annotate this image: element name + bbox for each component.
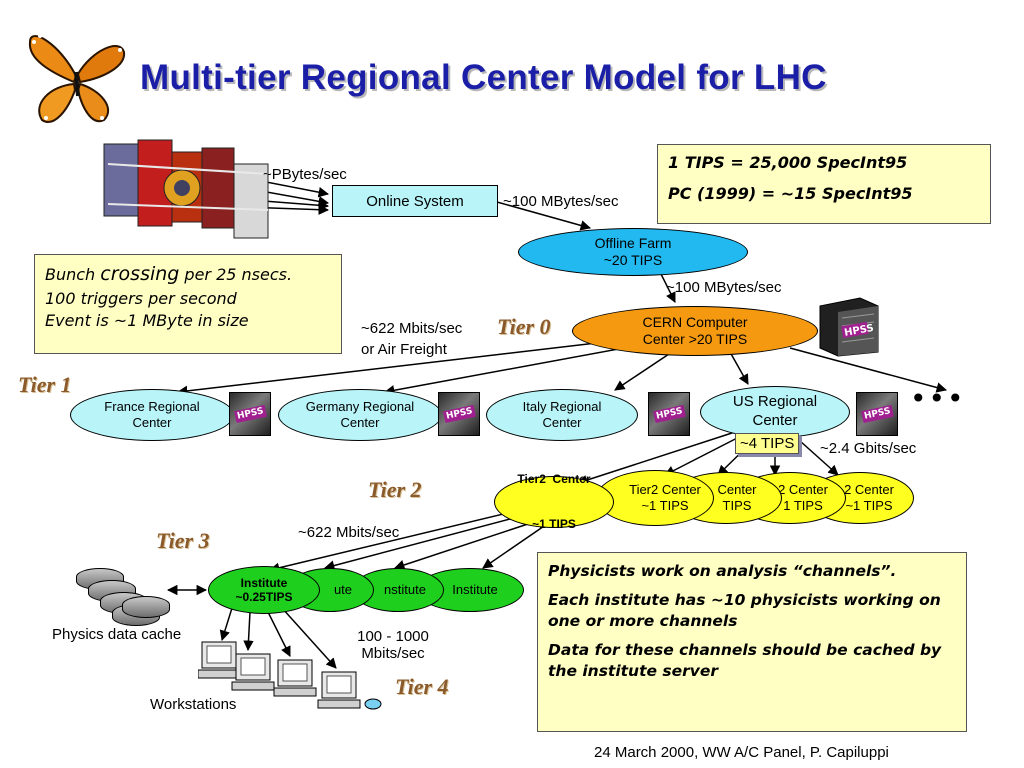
- hpss-label: HPSS: [860, 404, 894, 424]
- butterfly-icon: [28, 34, 126, 123]
- physicists-note-p3: Data for these channels should be cached…: [548, 640, 942, 680]
- tier2-center-node: Tier2 Center ~1 TIPS: [596, 470, 714, 526]
- hpss-storage-icon: HPSS: [856, 392, 898, 436]
- tips-note-line-1: 1 TIPS = 25,000 SpecInt95: [668, 153, 908, 172]
- institute-label: Institute: [452, 581, 498, 597]
- institute-label: ute: [333, 581, 353, 597]
- gbits-label: ~2.4 Gbits/sec: [820, 440, 917, 457]
- tier2-center-tips: ~1 TIPS: [845, 498, 893, 513]
- offline-farm-label: Offline Farm: [594, 235, 672, 252]
- tier2-main-tips: ~1 TIPS: [532, 517, 576, 531]
- tier-3-label: Tier 3: [156, 528, 210, 553]
- institute-label: nstitute: [384, 581, 426, 597]
- physicists-note-p1: Physicists work on analysis “channels”.: [548, 562, 897, 580]
- physicists-note: Physicists work on analysis “channels”. …: [537, 552, 967, 732]
- four-tips-badge: ~4 TIPS: [735, 433, 800, 454]
- offline-farm-tips: ~20 TIPS: [603, 252, 663, 268]
- bunch-note-text-c: per 25 nsecs.: [179, 265, 293, 284]
- range-label-line-1: 100 - 1000: [357, 628, 429, 645]
- workstation-icon: [317, 671, 382, 710]
- workstation-icon: [273, 659, 317, 697]
- tier-0-label: Tier 0: [497, 314, 551, 339]
- online-system-label: Online System: [366, 192, 464, 210]
- more-centers-ellipsis: •••: [910, 382, 966, 415]
- tier2-center-label: 2 Center: [778, 482, 828, 498]
- hpss-label: HPSS: [843, 323, 874, 339]
- footer-credit: 24 March 2000, WW A/C Panel, P. Capilupp…: [594, 744, 889, 761]
- bunch-note-text-b: crossing: [100, 263, 180, 285]
- hpss-storage-icon: HPSS: [229, 392, 271, 436]
- tier2-main-label: Tier2 Center: [517, 472, 591, 486]
- bunch-note-text-a: Bunch: [45, 265, 101, 284]
- tier-2-label: Tier 2: [368, 477, 422, 502]
- hpss-storage-icon: HPSS: [648, 392, 690, 436]
- france-center-sub: Center: [132, 415, 172, 430]
- institute-main-label: Institute: [240, 575, 288, 590]
- cern-node: CERN Computer Center >20 TIPS: [572, 306, 818, 356]
- tips-note: 1 TIPS = 25,000 SpecInt95 PC (1999) = ~1…: [657, 144, 991, 224]
- range-label: 100 - 1000 Mbits/sec: [350, 628, 436, 662]
- italy-center-sub: Center: [542, 415, 582, 430]
- us-center-label: US Regional: [732, 393, 818, 411]
- range-label-line-2: Mbits/sec: [361, 645, 425, 662]
- tier2-center-tips: TIPS: [722, 498, 752, 513]
- hpss-label: HPSS: [233, 404, 267, 424]
- physicists-note-p2: Each institute has ~10 physicists workin…: [548, 590, 941, 630]
- bunch-note: Bunch crossing per 25 nsecs. 100 trigger…: [34, 254, 342, 354]
- institute-main-node: Institute ~0.25TIPS: [208, 566, 320, 614]
- france-center-node: France Regional Center: [70, 389, 234, 441]
- bunch-note-line-3: Event is ~1 MByte in size: [45, 310, 249, 330]
- online-system-box: Online System: [332, 185, 498, 217]
- mbytes-label-1: ~100 MBytes/sec: [503, 193, 619, 210]
- cern-label: CERN Computer: [642, 314, 748, 331]
- institute-main-tips: ~0.25TIPS: [235, 590, 293, 604]
- tier2-center-label: Tier2 Center: [629, 482, 701, 498]
- physics-cache-label: Physics data cache: [52, 626, 182, 643]
- cern-tips: Center >20 TIPS: [642, 331, 748, 347]
- italy-center-label: Italy Regional: [522, 398, 602, 414]
- tier2-center-label: Center: [717, 482, 757, 498]
- detector-icon: [103, 139, 269, 239]
- tier2-center-tips: 1 TIPS: [783, 498, 823, 513]
- italy-center-node: Italy Regional Center: [486, 389, 638, 441]
- germany-center-label: Germany Regional: [305, 398, 415, 414]
- page-title: Multi-tier Regional Center Model for LHC: [140, 58, 827, 97]
- tier2-center-tips: ~1 TIPS: [641, 498, 689, 513]
- tips-note-line-2: PC (1999) = ~15 SpecInt95: [668, 184, 913, 203]
- offline-farm-node: Offline Farm ~20 TIPS: [518, 228, 748, 276]
- hpss-storage-icon: HPSS: [438, 392, 480, 436]
- hpss-storage-icon: HPSS: [819, 297, 879, 357]
- pbytes-label: ~PBytes/sec: [263, 166, 347, 183]
- tier-1-label: Tier 1: [18, 372, 72, 397]
- germany-center-sub: Center: [340, 415, 380, 430]
- mbits-622-label-2: ~622 Mbits/sec: [298, 524, 400, 541]
- tier2-main-node: Tier2 Center ~1 TIPS: [494, 472, 614, 531]
- bunch-note-line-2: 100 triggers per second: [45, 288, 237, 308]
- workstations-label: Workstations: [150, 696, 237, 713]
- france-center-label: France Regional: [104, 398, 200, 414]
- mbits-622-label: ~622 Mbits/sec: [361, 320, 463, 337]
- tier2-center-label: 2 Center: [844, 482, 894, 498]
- us-center-node: US Regional Center: [700, 386, 850, 438]
- workstations-group: [198, 641, 382, 710]
- workstation-icon: [198, 641, 241, 679]
- air-freight-label: or Air Freight: [361, 341, 447, 358]
- mbytes-label-2: ~100 MBytes/sec: [666, 279, 782, 296]
- workstation-icon: [231, 653, 275, 691]
- hpss-label: HPSS: [442, 404, 476, 424]
- hpss-label: HPSS: [652, 404, 686, 424]
- tier-4-label: Tier 4: [395, 674, 449, 699]
- disk-icon: [122, 596, 170, 618]
- germany-center-node: Germany Regional Center: [278, 389, 442, 441]
- us-center-sub: Center: [752, 412, 798, 429]
